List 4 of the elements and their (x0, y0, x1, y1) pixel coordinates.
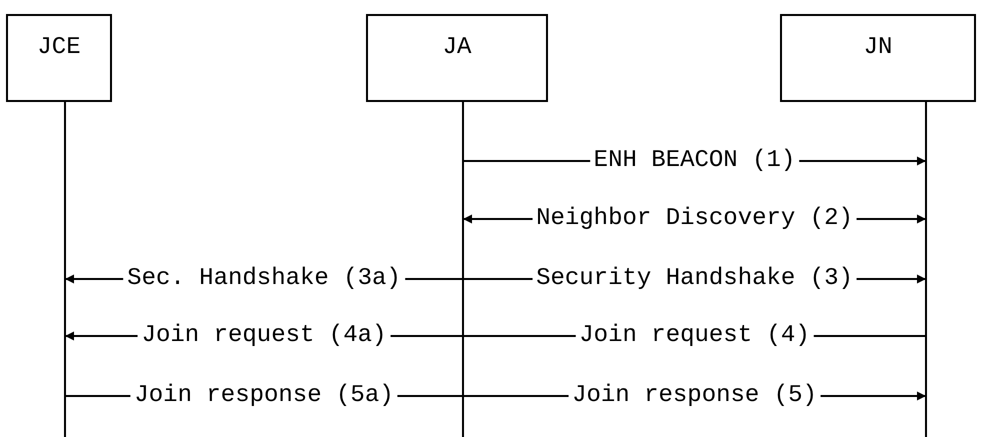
participant-name: JCE (37, 34, 81, 62)
participant-name: JN (864, 34, 892, 62)
participant-name: JA (442, 34, 472, 62)
participant-lifeline (6, 14, 112, 437)
